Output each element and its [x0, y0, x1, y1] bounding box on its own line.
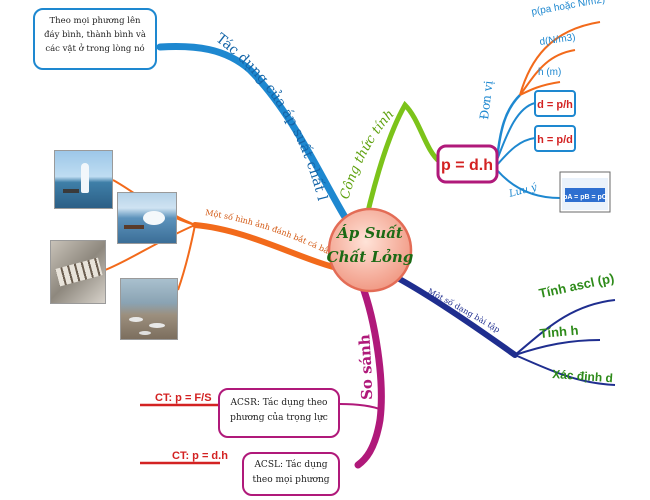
center-line-2: Chất Lỏng — [327, 248, 414, 266]
bai-tap-item-1: Tính ascl (p) — [538, 270, 616, 301]
center-line-1: Áp Suất — [335, 224, 403, 242]
derived-box-1 — [534, 90, 576, 117]
formula-node — [436, 144, 499, 184]
line-unit-h — [519, 81, 561, 96]
line-unit-d — [519, 49, 576, 96]
unit-d: d(N/m3) — [539, 32, 576, 48]
photo-fishing-explosion-1 — [54, 150, 113, 209]
tac-dung-note: Theo mọi phương lên đáy bình, thành bình… — [33, 8, 157, 70]
line-so-sanh-1 — [339, 403, 383, 411]
branch-label-cong-thuc: Công thức tính — [338, 107, 398, 201]
so-sanh-box-1-line-1: ACSR: Tác dụng theo — [230, 398, 328, 408]
line-unit-p — [519, 21, 601, 96]
note-line-1: Theo mọi phương lên — [49, 16, 141, 26]
unit-h: h (m) — [538, 67, 561, 78]
derived-box-2 — [534, 125, 576, 152]
line-luu-y — [496, 169, 561, 199]
vessel-image: pA = pB = pC — [559, 171, 611, 213]
photo-explosives — [50, 240, 106, 304]
note-line-3: các vật ở trong lòng nó — [45, 44, 145, 54]
note-line-2: đáy bình, thành bình và — [44, 30, 146, 40]
unit-p: p(pa hoặc N/m2) — [531, 0, 606, 18]
so-sanh-box-1: ACSR: Tác dụng theo phương của trọng lực — [218, 388, 340, 438]
bai-tap-item-3: Xác định d — [552, 367, 614, 385]
so-sanh-box-2: ACSL: Tác dụng theo mọi phương — [242, 452, 340, 496]
center-node — [327, 207, 413, 293]
photo-dead-fish — [120, 278, 178, 340]
so-sanh-box-1-line-2: phương của trọng lực — [230, 413, 328, 423]
branch-bai-tap — [389, 272, 518, 358]
line-derived-h — [496, 137, 536, 166]
branch-label-so-sanh: So sánh — [355, 334, 376, 400]
so-sanh-box-2-line-1: ACSL: Tác dụng — [254, 460, 328, 470]
line-derived-d — [496, 102, 536, 161]
branch-label-don-vi: Đơn vị — [477, 80, 496, 121]
so-sanh-formula-2: CT: p = d.h — [172, 450, 228, 462]
branch-label-bai-tap: Một số dạng bài tập — [426, 287, 501, 335]
branch-tac-dung — [156, 43, 364, 244]
derived-text-2: h = p/d — [537, 134, 573, 146]
branch-cong-thuc — [359, 100, 443, 241]
line-bai-tap-2 — [514, 339, 601, 356]
vessel-formula: pA = pB = pC — [563, 194, 607, 201]
so-sanh-formula-1: CT: p = F/S — [155, 392, 212, 404]
line-bai-tap-1 — [514, 299, 616, 356]
line-img-3 — [104, 224, 196, 271]
line-img-4 — [177, 224, 196, 291]
photo-fishing-explosion-2 — [117, 192, 177, 244]
derived-text-1: d = p/h — [537, 99, 573, 111]
so-sanh-box-2-line-2: theo mọi phương — [252, 475, 330, 485]
bai-tap-item-2: Tính h — [539, 323, 579, 341]
branch-hinh-anh — [192, 222, 348, 273]
line-bai-tap-3 — [514, 354, 616, 386]
formula-text: p = d.h — [441, 157, 493, 174]
